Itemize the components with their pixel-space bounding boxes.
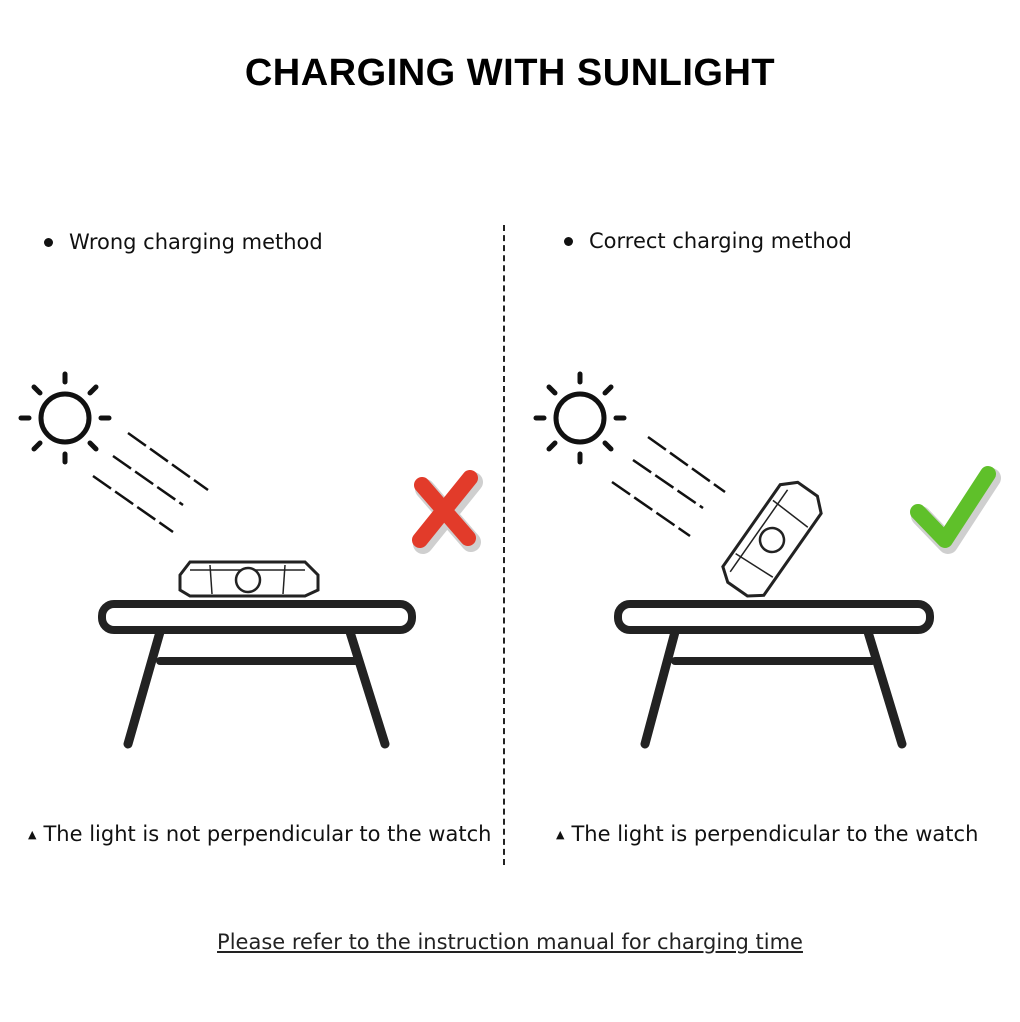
correct-method-caption: ▲ The light is perpendicular to the watc… — [556, 822, 978, 846]
correct-method-label: Correct charging method — [564, 229, 852, 253]
triangle-bullet-icon: ▲ — [556, 827, 565, 841]
sun-icon — [18, 371, 112, 465]
sun-rays-icon — [92, 431, 209, 534]
wrong-method-text: Wrong charging method — [69, 230, 323, 254]
correct-method-text: Correct charging method — [589, 229, 852, 253]
table-icon — [98, 600, 416, 749]
footer-note: Please refer to the instruction manual f… — [217, 930, 803, 954]
correct-caption-text: The light is perpendicular to the watch — [571, 822, 979, 846]
table-icon — [614, 600, 934, 749]
bullet-dot-icon — [44, 237, 53, 247]
cross-mark-icon — [412, 470, 483, 554]
sun-icon — [533, 371, 627, 465]
page-title: CHARGING WITH SUNLIGHT — [244, 52, 776, 94]
bullet-dot-icon — [564, 236, 573, 246]
triangle-bullet-icon: ▲ — [28, 827, 37, 841]
panel-divider — [503, 225, 505, 865]
wrong-caption-text: The light is not perpendicular to the wa… — [43, 822, 492, 846]
sun-rays-icon — [611, 435, 726, 538]
wrong-method-label: Wrong charging method — [44, 230, 323, 254]
watch-icon — [178, 560, 320, 598]
check-mark-icon — [910, 466, 1001, 554]
watch-icon — [721, 480, 823, 598]
wrong-method-caption: ▲ The light is not perpendicular to the … — [28, 822, 491, 846]
